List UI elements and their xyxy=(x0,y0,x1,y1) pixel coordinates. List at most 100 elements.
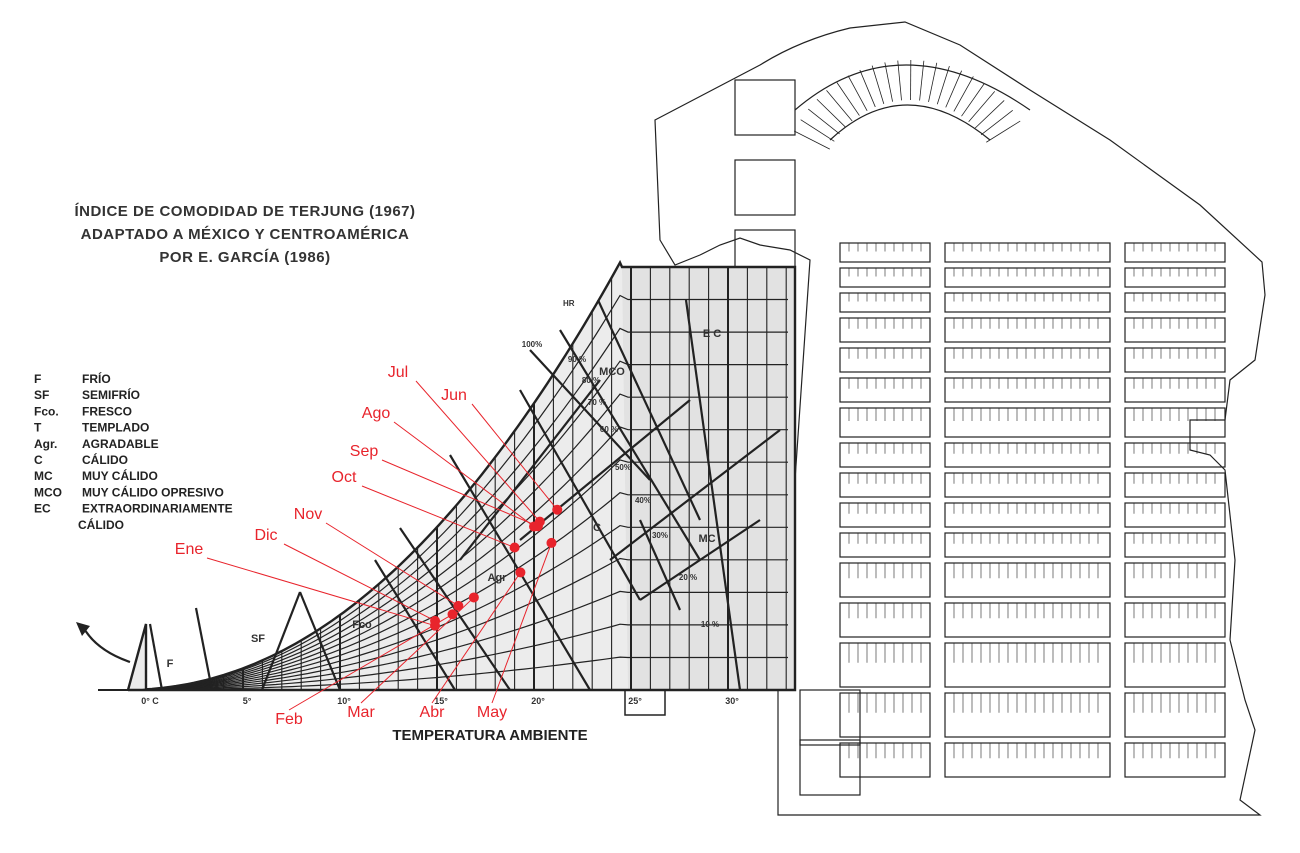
legend-desc: CÁLIDO xyxy=(78,517,124,532)
legend-abbr: MC xyxy=(34,469,53,483)
map-block xyxy=(1124,742,1226,778)
map-block xyxy=(944,377,1111,403)
map-lot xyxy=(808,108,840,135)
month-label: Sep xyxy=(350,443,379,460)
map-block xyxy=(944,532,1111,558)
month-label: Dic xyxy=(254,527,277,544)
map-block xyxy=(734,159,796,216)
month-label: Oct xyxy=(332,469,357,486)
map-lot xyxy=(793,130,830,150)
legend-desc: CÁLIDO xyxy=(82,452,128,467)
month-label: Ago xyxy=(362,405,391,422)
humidity-curve xyxy=(139,426,788,691)
zone-boundary xyxy=(519,399,691,541)
x-tick-label: 10° xyxy=(337,696,351,706)
zone-boundary xyxy=(597,299,701,521)
map-block xyxy=(799,689,861,746)
leader-line xyxy=(325,522,459,607)
leader-line xyxy=(491,542,552,704)
map-block xyxy=(1124,407,1226,438)
legend-abbr: F xyxy=(34,372,41,386)
humidity-header: HR xyxy=(563,299,575,308)
title-line-1: ÍNDICE DE COMODIDAD DE TERJUNG (1967) xyxy=(74,203,415,220)
humidity-label: 80 % xyxy=(582,376,600,385)
humidity-label: 70 % xyxy=(588,398,606,407)
humidity-curve xyxy=(139,656,788,691)
zone-boundary xyxy=(519,389,641,601)
map-lot xyxy=(800,119,835,142)
leader-line xyxy=(431,572,521,704)
leader-line xyxy=(361,485,515,548)
cold-arrow xyxy=(81,624,131,664)
map-lot xyxy=(871,65,885,105)
humidity-curve xyxy=(140,623,788,691)
legend-abbr: T xyxy=(34,421,42,435)
humidity-label: 10 % xyxy=(701,620,719,629)
map-lot xyxy=(897,60,902,101)
legend-abbr: Agr. xyxy=(34,437,57,451)
map-block xyxy=(1124,562,1226,598)
map-block xyxy=(1124,502,1226,528)
month-label: May xyxy=(477,704,507,721)
axis-notch xyxy=(624,690,666,716)
legend-desc: MUY CÁLIDO OPRESIVO xyxy=(82,484,224,499)
map-block xyxy=(944,242,1111,263)
zone-boundary xyxy=(148,623,164,691)
title-line-2: ADAPTADO A MÉXICO Y CENTROAMÉRICA xyxy=(81,226,410,243)
leader-line xyxy=(471,403,558,511)
month-point xyxy=(515,567,526,578)
zone-boundary xyxy=(609,429,781,561)
zone-boundary xyxy=(374,559,456,691)
legend-abbr: SF xyxy=(34,388,49,402)
zone-label: Agr xyxy=(488,572,508,584)
city-block-map xyxy=(654,21,1266,816)
map-lot xyxy=(847,75,868,112)
map-lot xyxy=(859,69,876,108)
legend-abbr: Fco. xyxy=(34,404,59,418)
zone-boundary xyxy=(459,379,601,561)
leader-line xyxy=(283,543,436,622)
map-lot xyxy=(826,90,853,122)
x-tick-label: 5° xyxy=(243,696,252,706)
humidity-label: 50% xyxy=(615,463,631,472)
map-block xyxy=(734,79,796,136)
x-tick-label: 15° xyxy=(434,696,448,706)
humidity-curve xyxy=(139,360,788,691)
x-tick-label: 25° xyxy=(628,696,642,706)
map-block xyxy=(944,317,1111,343)
map-block xyxy=(944,442,1111,468)
map-block xyxy=(799,739,861,796)
humidity-curve xyxy=(139,459,788,691)
humidity-curve xyxy=(139,557,788,691)
zone-label: Fco xyxy=(352,619,372,631)
zone-label: F xyxy=(167,658,174,670)
humidity-label: 40% xyxy=(635,496,651,505)
humidity-label: 20 % xyxy=(679,573,697,582)
map-block xyxy=(944,267,1111,288)
month-point xyxy=(468,592,479,603)
month-point xyxy=(552,504,563,515)
map-lot xyxy=(968,91,996,123)
legend-abbr: EC xyxy=(34,502,51,516)
title-line-3: POR E. GARCÍA (1986) xyxy=(159,249,330,266)
month-label: Ene xyxy=(175,541,204,558)
zone-label: C xyxy=(593,522,601,534)
zone-boundary xyxy=(559,329,701,561)
leader-line xyxy=(393,421,535,527)
map-lot xyxy=(980,110,1013,136)
map-block xyxy=(1124,602,1226,638)
month-point xyxy=(447,609,458,620)
map-block xyxy=(1124,347,1226,373)
zone-boundary xyxy=(638,519,682,611)
map-block xyxy=(944,562,1111,598)
chart-title: ÍNDICE DE COMODIDAD DE TERJUNG (1967) AD… xyxy=(74,203,415,266)
month-point xyxy=(546,537,557,548)
map-block xyxy=(1124,317,1226,343)
humidity-curve xyxy=(139,327,788,691)
chart-envelope xyxy=(126,259,797,692)
humidity-curve xyxy=(139,492,788,691)
